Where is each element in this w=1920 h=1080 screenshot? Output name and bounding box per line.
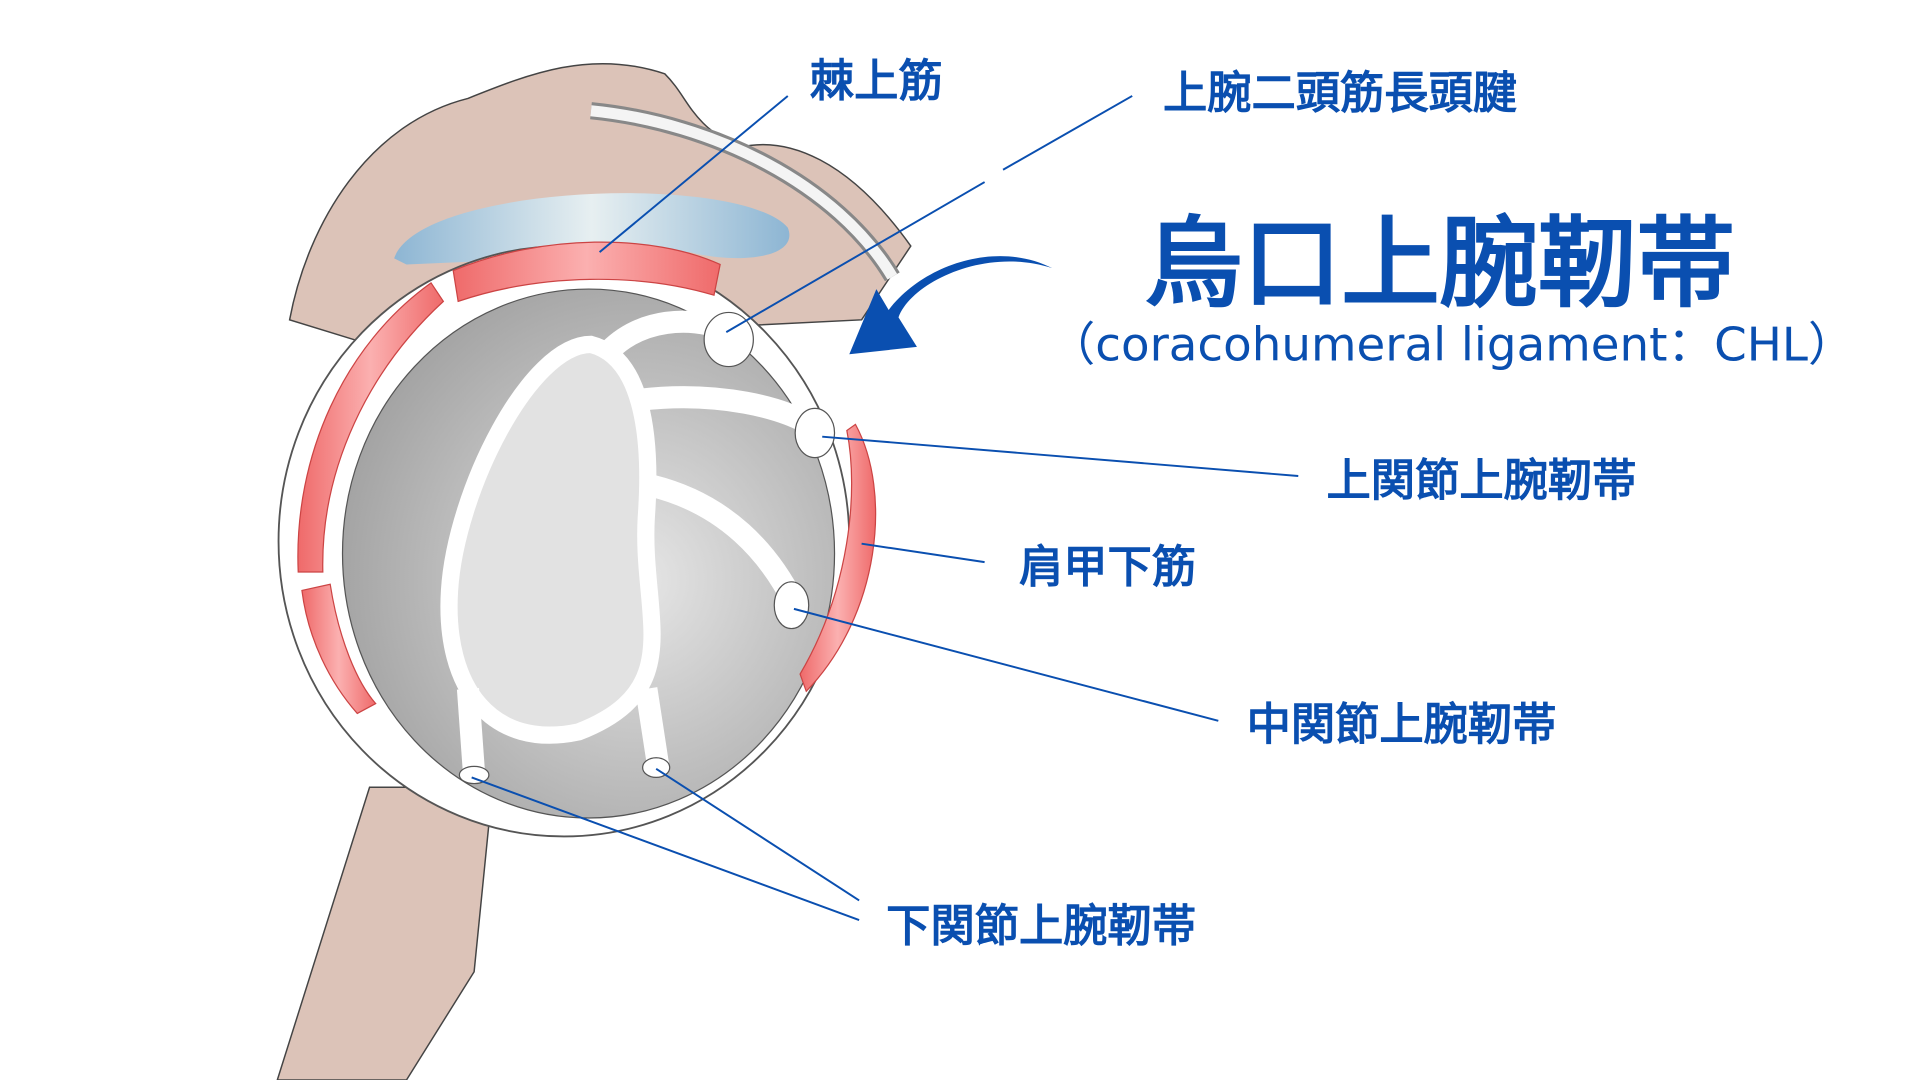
leader-subscapularis	[861, 542, 985, 564]
title: 烏口上腕靭帯	[1145, 208, 1735, 322]
leader-sghl	[822, 435, 1299, 478]
label-middle-ghl: 中関節上腕靭帯	[1247, 699, 1557, 750]
ighl-stump-a	[458, 765, 490, 785]
leader-supraspinatus	[598, 95, 789, 253]
leader-mghl	[793, 607, 1219, 722]
leader-ighl	[471, 767, 860, 922]
leader-biceps	[725, 95, 1133, 333]
sghl-stump	[794, 407, 836, 459]
label-subscapularis: 肩甲下筋	[1019, 542, 1196, 593]
bursa	[394, 193, 790, 265]
label-supraspinatus: 棘上筋	[810, 56, 943, 107]
mghl-stump	[773, 581, 810, 630]
label-superior-ghl: 上関節上腕靭帯	[1327, 456, 1637, 507]
humeral-head	[440, 335, 661, 744]
biceps-stump	[703, 311, 754, 368]
subtitle: （coracohumeral ligament：CHL）	[1049, 318, 1855, 372]
posterior-muscle	[297, 282, 445, 573]
label-biceps-long-head: 上腕二頭筋長頭腱	[1163, 68, 1518, 119]
teres-muscle	[301, 583, 377, 715]
chl-arrow-icon	[849, 256, 1053, 355]
ighl-band	[456, 687, 670, 776]
label-inferior-ghl: 下関節上腕靭帯	[886, 901, 1196, 952]
subscapularis-muscle	[799, 423, 877, 693]
humerus-shaft	[276, 786, 494, 1080]
supraspinatus-muscle	[452, 241, 721, 303]
